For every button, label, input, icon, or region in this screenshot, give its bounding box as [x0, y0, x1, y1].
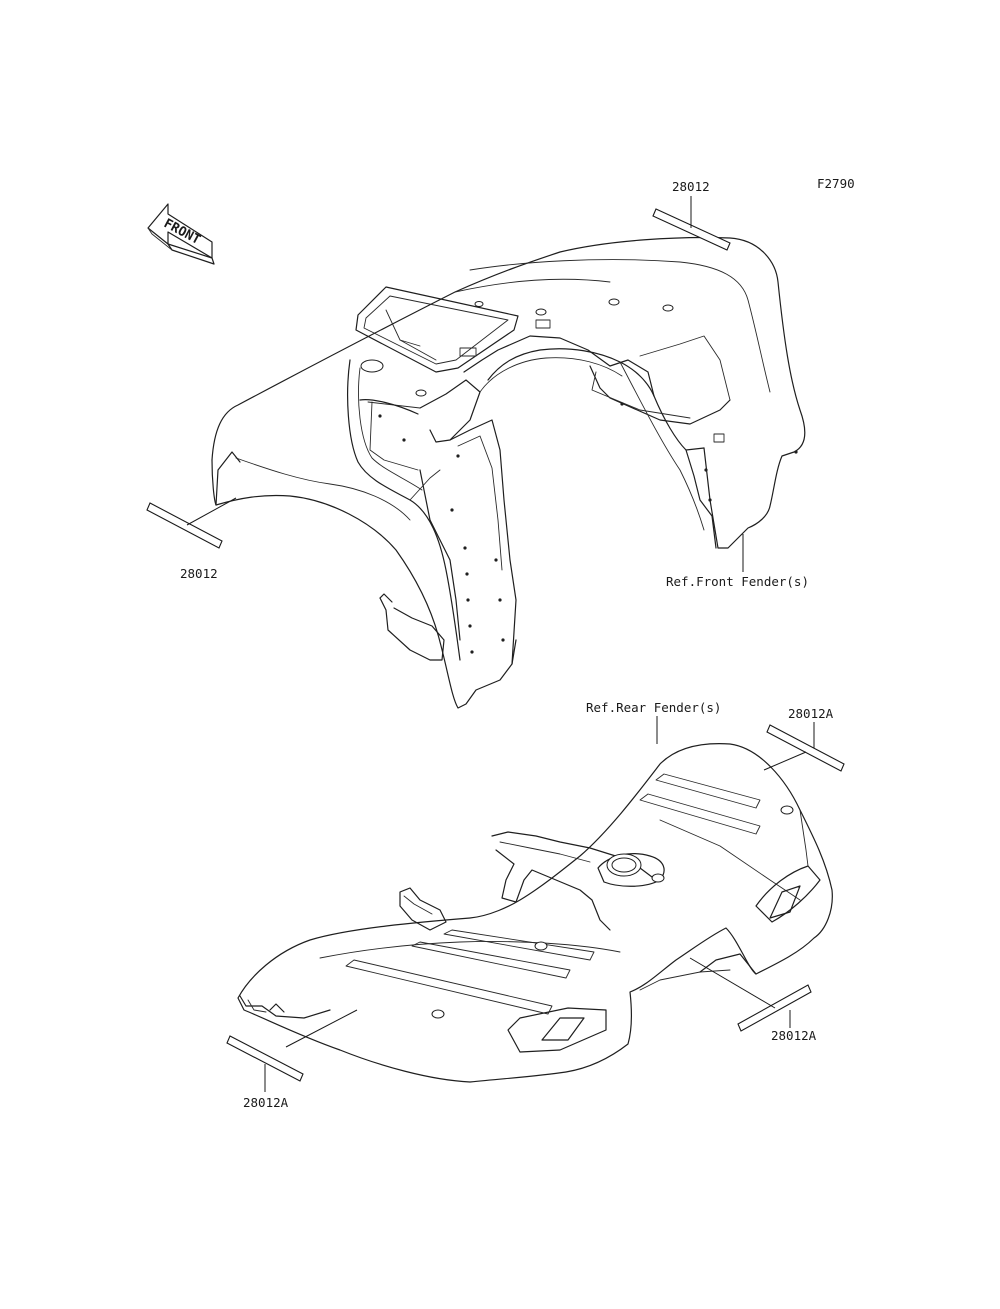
- rear-fender-ref: Ref.Rear Fender(s): [586, 700, 721, 715]
- rear-right-strip: [689, 957, 812, 1032]
- front-fender-ref: Ref.Front Fender(s): [666, 574, 809, 589]
- rear-fender: [237, 743, 833, 1083]
- front-arrow-icon: FRONT: [147, 203, 215, 265]
- front-top-strip: [652, 196, 731, 251]
- front-top-part-number: 28012: [672, 179, 710, 194]
- figure-code: F2790: [817, 176, 855, 191]
- front-left-part-number: 28012: [180, 566, 218, 581]
- rear-top-right-strip: [763, 722, 845, 772]
- rear-left-part-number: 28012A: [243, 1095, 289, 1110]
- front-fender: [211, 236, 806, 709]
- rear-top-right-part-number: 28012A: [788, 706, 834, 721]
- rear-left-strip: [226, 1009, 358, 1092]
- front-left-strip: [146, 497, 237, 549]
- rear-right-part-number: 28012A: [771, 1028, 817, 1043]
